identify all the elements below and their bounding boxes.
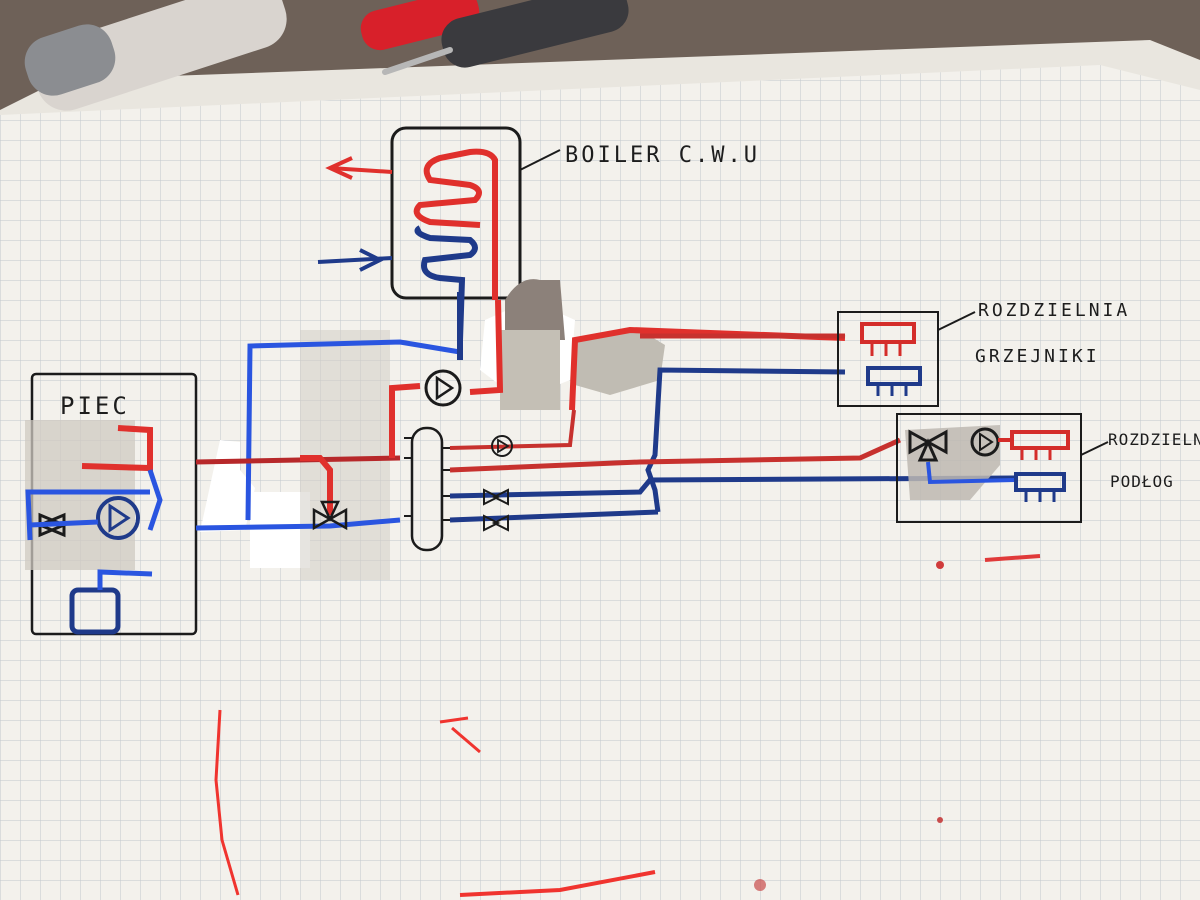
main-return-blue-1 <box>195 517 401 531</box>
erase-patch-6 <box>500 330 560 410</box>
piec-supply-blue-line <box>29 519 99 528</box>
piec-cold-loop <box>25 469 163 541</box>
radiator-branch-red <box>449 409 576 450</box>
grid-lines <box>0 65 1200 900</box>
boiler-coil-hot <box>413 148 498 300</box>
boiler-feed-red <box>389 383 421 458</box>
piec-blue-to-tank <box>97 569 153 590</box>
erase-patch-5 <box>505 279 565 340</box>
pen-red <box>360 0 629 75</box>
boiler-pump-icon <box>424 369 462 407</box>
main-supply-red-1 <box>195 455 401 465</box>
radiator-manifold-hot <box>860 322 916 356</box>
floor-return-blue-1 <box>449 475 1016 499</box>
floor-manifold-blue-link <box>926 461 1016 485</box>
floor-manifold-box <box>896 413 1082 523</box>
stray-red-mark-right <box>984 554 1041 562</box>
boiler-leader-line <box>519 149 561 171</box>
stray-red-tick <box>439 716 481 754</box>
mixing-valve-riser <box>300 455 333 515</box>
floor-manifold-label-2: PODŁOG <box>1110 472 1174 491</box>
erase-patch-3 <box>200 440 255 532</box>
floor-manifold-cold <box>1014 472 1066 502</box>
piec-pump-icon <box>96 496 140 540</box>
piec-label: PIEC <box>60 392 130 420</box>
pen-silver <box>24 0 287 111</box>
floor-manifold-hot <box>998 430 1070 460</box>
stray-red-dot-2 <box>937 817 943 823</box>
stray-red-line-bottom <box>459 870 656 897</box>
stray-red-dot-3 <box>754 879 766 891</box>
distributor-stubs <box>404 437 450 521</box>
piec-hot-stub <box>81 425 153 472</box>
boiler-label: BOILER C.W.U <box>565 143 760 168</box>
radiator-manifold-label-1: ROZDZIELNIA <box>978 300 1131 321</box>
hydraulic-distributor <box>410 426 444 552</box>
boiler-hot-outlet-arrow <box>325 156 393 180</box>
floor-mixing-valve-icon <box>908 429 948 462</box>
bypass-blue-line <box>245 339 461 521</box>
floor-manifold-leader <box>1080 441 1109 456</box>
boiler-coil-cold <box>414 225 478 341</box>
piec-expansion-tank <box>69 587 121 635</box>
boiler-cold-inlet-arrow <box>317 248 393 272</box>
mixing-valve-icon <box>312 500 348 531</box>
piec-mask-block <box>25 420 135 570</box>
boiler-tank <box>390 126 522 300</box>
small-pump-icon <box>491 435 513 457</box>
floor-valve-icon-1 <box>483 488 509 506</box>
radiator-manifold-leader <box>937 311 976 331</box>
floor-manifold-label-1: ROZDZIELN <box>1108 430 1200 449</box>
radiator-manifold-box <box>837 311 939 407</box>
radiator-manifold-cold <box>866 366 922 396</box>
stray-red-line-left <box>214 709 240 896</box>
boiler-red-branch <box>469 299 504 395</box>
floor-supply-red <box>449 437 902 473</box>
erase-patch-7 <box>575 330 665 395</box>
floor-valve-icon-2 <box>483 514 509 532</box>
radiator-manifold-label-2: GRZEJNIKI <box>975 346 1100 367</box>
stray-red-dot-1 <box>936 561 944 569</box>
